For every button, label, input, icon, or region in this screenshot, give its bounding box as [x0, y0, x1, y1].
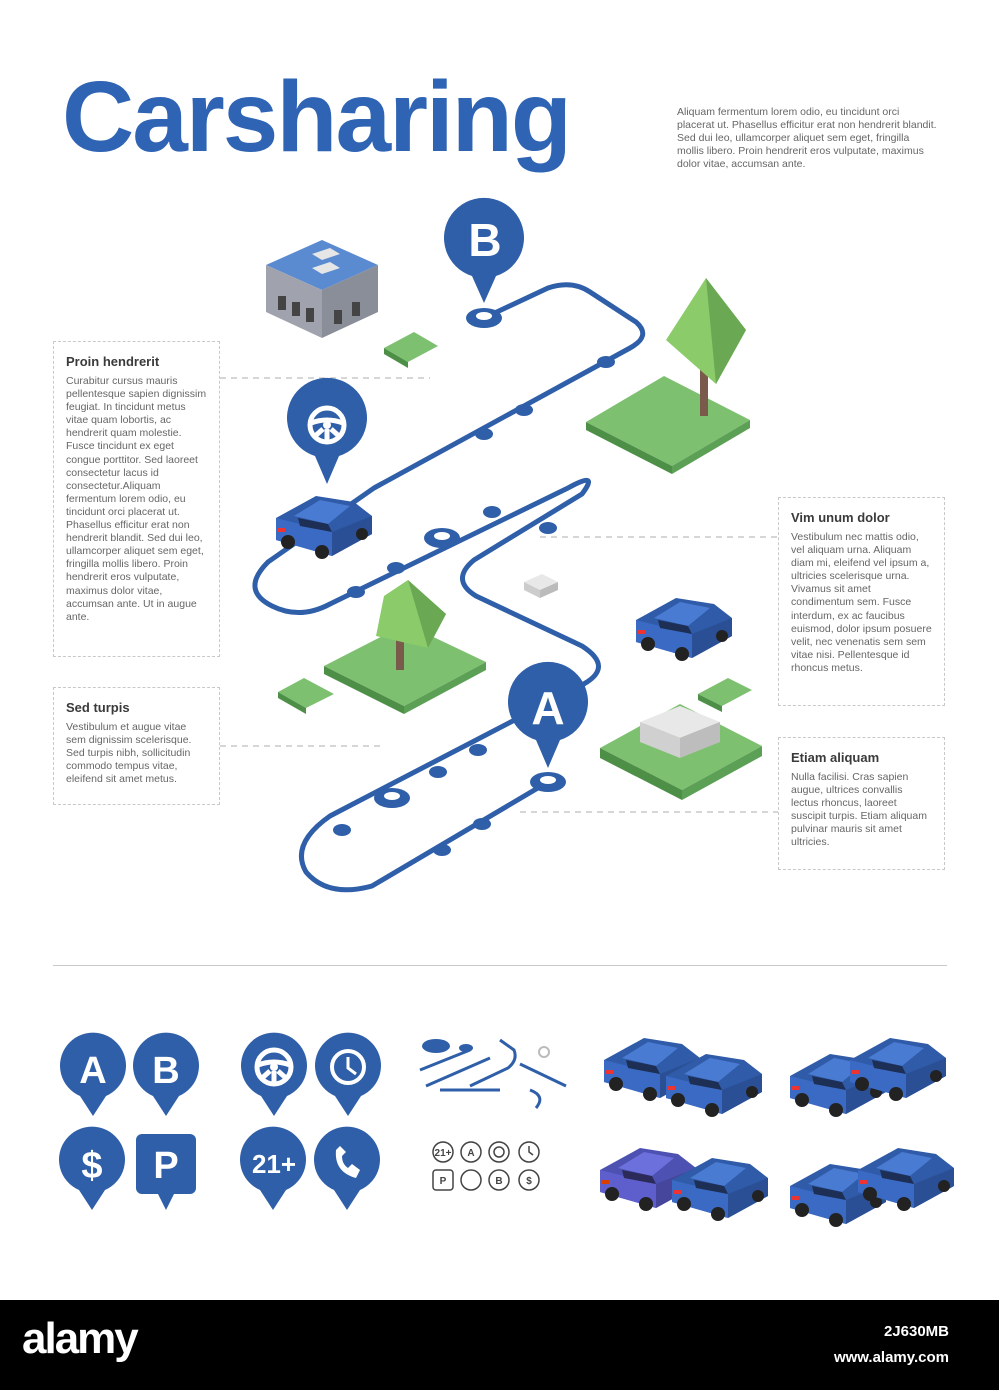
svg-text:B: B — [495, 1176, 502, 1187]
info-box-vim: Vim unum dolor Vestibulum nec mattis odi… — [778, 497, 945, 706]
site-url: www.alamy.com — [833, 1349, 949, 1366]
tree-icon — [666, 278, 746, 416]
route-stops — [374, 308, 566, 808]
box-body: Nulla facilisi. Cras sapien augue, ultri… — [791, 771, 927, 849]
box-title: Etiam aliquam — [791, 750, 880, 765]
svg-text:21+: 21+ — [252, 1149, 296, 1179]
footer-bar — [0, 1300, 999, 1390]
icon-set-pins: A B $ P 21+ — [59, 1032, 382, 1210]
road-pieces-icon — [419, 1038, 567, 1109]
route-dots — [333, 356, 615, 856]
svg-text:B: B — [468, 214, 501, 266]
svg-text:B: B — [152, 1050, 179, 1092]
info-box-proin: Proin hendrerit Curabitur cursus mauris … — [53, 341, 220, 657]
tree-icon — [376, 580, 446, 670]
garage-icon — [640, 706, 720, 758]
divider — [53, 965, 947, 966]
svg-text:P: P — [153, 1145, 178, 1187]
brand-logo: alamy — [22, 1314, 139, 1363]
route-path — [252, 282, 646, 893]
box-title: Proin hendrerit — [66, 354, 160, 369]
building-icon — [266, 240, 378, 338]
pin-steering — [287, 377, 368, 484]
pin-a: A — [508, 661, 588, 768]
box-title: Vim unum dolor — [791, 510, 890, 525]
svg-text:A: A — [467, 1148, 474, 1159]
image-id: 2J630MB — [883, 1323, 949, 1340]
box-body: Vestibulum nec mattis odio, vel aliquam … — [791, 531, 932, 674]
box-body: Curabitur cursus mauris pellentesque sap… — [66, 375, 207, 623]
car-icon — [276, 496, 372, 559]
info-box-sed: Sed turpis Vestibulum et augue vitae sem… — [53, 687, 220, 805]
svg-text:21+: 21+ — [435, 1148, 452, 1159]
intro-text: Aliquam fermentum lorem odio, eu tincidu… — [677, 105, 937, 170]
svg-text:$: $ — [81, 1145, 102, 1187]
car-icon — [636, 598, 732, 661]
svg-text:A: A — [531, 682, 564, 734]
car-set — [600, 1038, 954, 1227]
box-body: Vestibulum et augue vitae sem dignissim … — [66, 721, 192, 786]
box-title: Sed turpis — [66, 700, 130, 715]
grass-tiles — [278, 332, 762, 800]
info-box-etiam: Etiam aliquam Nulla facilisi. Cras sapie… — [778, 737, 945, 870]
small-icons: 21+ A P B $ — [432, 1141, 540, 1191]
svg-text:P: P — [440, 1176, 447, 1187]
pin-b: B — [444, 197, 524, 303]
svg-text:A: A — [79, 1050, 106, 1092]
page-title: Carsharing — [62, 61, 572, 173]
svg-text:$: $ — [526, 1176, 532, 1187]
small-block — [524, 574, 558, 598]
